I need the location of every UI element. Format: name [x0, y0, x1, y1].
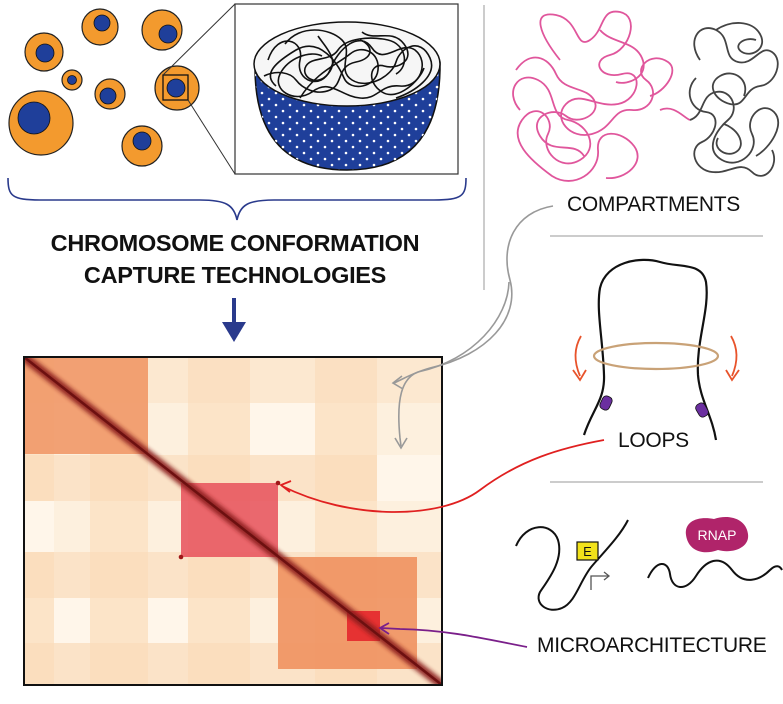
- cell-population: [8, 8, 200, 167]
- microarchitecture-illustration: E RNAP: [515, 516, 783, 611]
- ctcf-anchor-right: [695, 402, 709, 418]
- cell: [94, 78, 126, 110]
- cell: [61, 69, 83, 91]
- tss-arrow: [590, 575, 608, 590]
- extrusion-arrow-left: [572, 335, 587, 382]
- microarchitecture-label: MICROARCHITECTURE: [537, 634, 767, 657]
- loop-corner-dot: [178, 554, 184, 560]
- extrusion-arrow-right: [725, 335, 740, 382]
- compartments-label: COMPARTMENTS: [567, 193, 740, 216]
- rnap-blob: RNAP: [685, 516, 749, 553]
- contact-heatmap: [23, 356, 443, 686]
- down-arrow: [222, 298, 246, 342]
- curly-brace: [7, 177, 467, 221]
- compartments-connector: [391, 205, 554, 450]
- chromatin-loop: [582, 258, 718, 441]
- loops-label: LOOPS: [618, 429, 689, 452]
- rnap-label: RNAP: [698, 527, 737, 543]
- cell: [24, 32, 64, 72]
- cell: [81, 8, 119, 46]
- ctcf-anchor-left: [599, 395, 613, 411]
- title-line-2: CAPTURE TECHNOLOGIES: [83, 262, 387, 288]
- chromatin-tangle: [263, 29, 433, 99]
- cohesin-ring: [592, 341, 720, 371]
- chromatin-strand-left: [515, 519, 629, 611]
- chromatin-strand-right: [647, 559, 783, 588]
- cell-highlighted: [154, 65, 200, 111]
- loop-corner-dot: [275, 480, 281, 486]
- zoom-lines: [162, 3, 236, 175]
- micro-connector: [378, 622, 528, 648]
- nucleus-zoom-box: [234, 3, 459, 175]
- cell: [8, 90, 74, 156]
- loop-illustration: [572, 258, 740, 441]
- loops-connector: [279, 439, 605, 513]
- enhancer-label: E: [583, 544, 592, 559]
- cell: [141, 9, 183, 51]
- enhancer-box: E: [576, 541, 599, 561]
- compartments-polymer: [512, 10, 780, 182]
- cell: [121, 125, 163, 167]
- title-line-1: CHROMOSOME CONFORMATION: [50, 230, 420, 256]
